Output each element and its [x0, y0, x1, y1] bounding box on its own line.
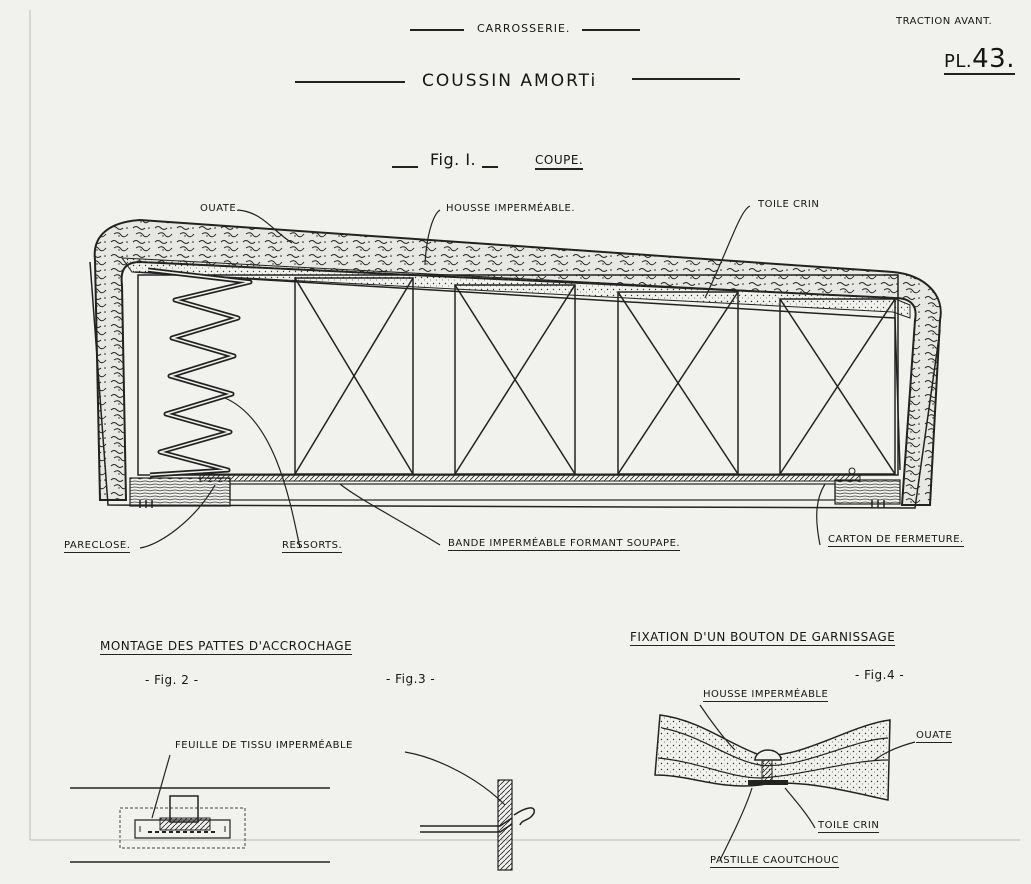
callout-ouate: OUATE. [200, 203, 240, 214]
callout-housse-fig4: HOUSSE IMPERMÉABLE [703, 689, 829, 702]
montage-title: MONTAGE DES PATTES D'ACCROCHAGE [100, 639, 353, 655]
section-label: CARROSSERIE. [477, 22, 571, 35]
fig4-label: - Fig.4 - [855, 668, 905, 682]
callout-ressorts: RESSORTS. [282, 540, 343, 553]
fig4-drawing [654, 714, 891, 801]
fig1-cushion-section [89, 218, 942, 509]
callout-feuille: FEUILLE DE TISSU IMPERMÉABLE [175, 740, 353, 751]
fig4-leaders [699, 704, 916, 861]
fig3-label: - Fig.3 - [386, 672, 436, 686]
fig2-label: - Fig. 2 - [145, 673, 199, 687]
callout-carton: CARTON DE FERMETURE. [828, 534, 964, 547]
callout-toile-crin-fig4: TOILE CRIN [818, 820, 880, 833]
callout-housse: HOUSSE IMPERMÉABLE. [446, 203, 575, 214]
fixation-title: FIXATION D'UN BOUTON DE GARNISSAGE [630, 630, 896, 646]
callout-toile-crin: TOILE CRIN [758, 199, 820, 210]
fig3-drawing [420, 779, 535, 871]
series-label: TRACTION AVANT. [896, 16, 993, 27]
fig2-drawing [70, 787, 330, 863]
header-rules [295, 29, 740, 168]
callout-ouate-fig4: OUATE [916, 730, 953, 743]
callout-bande: BANDE IMPERMÉABLE FORMANT SOUPAPE. [448, 538, 681, 551]
callout-pareclose: PARECLOSE. [64, 540, 131, 553]
fig1-leaders [139, 205, 826, 549]
page-title: COUSSIN AMORTi [422, 71, 598, 91]
fig1-view-label: COUPE. [535, 153, 584, 170]
plate-number: PL.43. [944, 44, 1015, 75]
fig2-fig3-leaders [151, 751, 506, 819]
callout-pastille: PASTILLE CAOUTCHOUC [710, 855, 839, 868]
fig1-label: Fig. I. [430, 150, 477, 169]
